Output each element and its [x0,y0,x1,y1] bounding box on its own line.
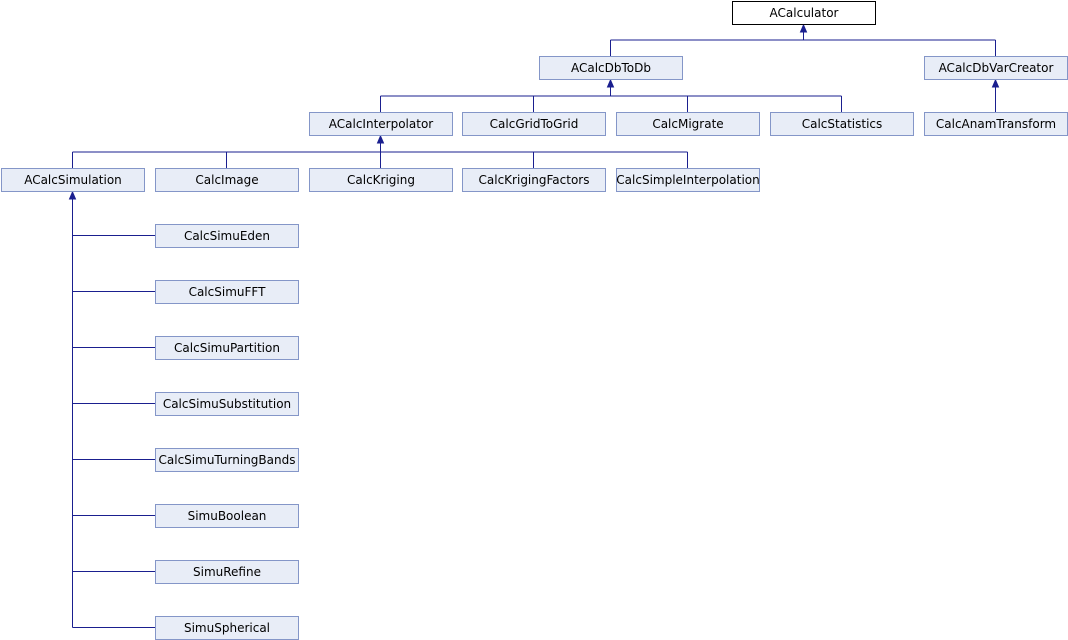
class-node-calcstatistics[interactable]: CalcStatistics [770,112,914,136]
class-box-calcsimufft[interactable] [155,280,299,304]
class-label-calcanamtransform: CalcAnamTransform [936,117,1056,131]
class-box-calcimage[interactable] [155,168,299,192]
class-label-simuboolean: SimuBoolean [188,509,267,523]
class-label-calcimage: CalcImage [195,173,258,187]
class-label-simuspherical: SimuSpherical [184,621,270,635]
class-node-calcanamtransform[interactable]: CalcAnamTransform [924,112,1068,136]
class-node-acalculator[interactable]: ACalculator [732,1,876,25]
arrowhead-acalculator [799,23,808,33]
class-label-calckrigingfactors: CalcKrigingFactors [479,173,590,187]
arrowhead-acalcdbvarcreator [991,78,1000,88]
arrowhead-acalcsimulation-trunk [68,190,77,200]
class-box-calcsimuturningbands[interactable] [155,448,299,472]
class-box-calcsimueden[interactable] [155,224,299,248]
class-label-calckriging: CalcKriging [347,173,415,187]
class-box-acalcsimulation[interactable] [1,168,145,192]
class-node-calcsimuturningbands[interactable]: CalcSimuTurningBands [155,448,299,472]
class-label-calcsimufft: CalcSimuFFT [189,285,267,299]
class-box-calckrigingfactors[interactable] [462,168,606,192]
class-box-acalcinterpolator[interactable] [309,112,453,136]
class-box-calcsimupartition[interactable] [155,336,299,360]
class-box-calcgridtogrid[interactable] [462,112,606,136]
class-label-calcsimueden: CalcSimuEden [184,229,270,243]
class-box-calcstatistics[interactable] [770,112,914,136]
class-label-acalcsimulation: ACalcSimulation [24,173,122,187]
class-label-acalcdbvarcreator: ACalcDbVarCreator [939,61,1054,75]
class-node-acalcsimulation[interactable]: ACalcSimulation [1,168,145,192]
class-box-simuboolean[interactable] [155,504,299,528]
class-label-simurefine: SimuRefine [193,565,261,579]
class-label-acalculator: ACalculator [770,6,839,20]
class-box-calcsimusubstitution[interactable] [155,392,299,416]
class-box-acalcdbtodb[interactable] [539,56,683,80]
class-node-acalcinterpolator[interactable]: ACalcInterpolator [309,112,453,136]
class-box-acalculator[interactable] [732,1,876,25]
class-label-acalcdbtodb: ACalcDbToDb [571,61,651,75]
class-label-calcgridtogrid: CalcGridToGrid [490,117,579,131]
class-node-calcgridtogrid[interactable]: CalcGridToGrid [462,112,606,136]
class-node-calckriging[interactable]: CalcKriging [309,168,453,192]
inheritance-edges [68,23,1000,628]
class-box-calckriging[interactable] [309,168,453,192]
class-node-simurefine[interactable]: SimuRefine [155,560,299,584]
class-node-calcsimpleinterpolation[interactable]: CalcSimpleInterpolation [616,168,760,192]
class-node-calcmigrate[interactable]: CalcMigrate [616,112,760,136]
class-box-simurefine[interactable] [155,560,299,584]
class-label-calcmigrate: CalcMigrate [652,117,723,131]
class-node-simuspherical[interactable]: SimuSpherical [155,616,299,640]
class-node-acalcdbvarcreator[interactable]: ACalcDbVarCreator [924,56,1068,80]
class-label-acalcinterpolator: ACalcInterpolator [329,117,434,131]
class-label-calcsimusubstitution: CalcSimuSubstitution [163,397,291,411]
class-label-calcsimuturningbands: CalcSimuTurningBands [159,453,296,467]
class-label-calcstatistics: CalcStatistics [802,117,883,131]
class-node-calcimage[interactable]: CalcImage [155,168,299,192]
class-node-calcsimufft[interactable]: CalcSimuFFT [155,280,299,304]
arrowhead-acalcinterpolator [376,134,385,144]
class-box-calcmigrate[interactable] [616,112,760,136]
class-node-calcsimusubstitution[interactable]: CalcSimuSubstitution [155,392,299,416]
class-label-calcsimpleinterpolation: CalcSimpleInterpolation [616,173,759,187]
class-node-calcsimupartition[interactable]: CalcSimuPartition [155,336,299,360]
class-label-calcsimupartition: CalcSimuPartition [174,341,280,355]
class-node-calckrigingfactors[interactable]: CalcKrigingFactors [462,168,606,192]
arrowhead-acalcdbtodb [606,78,615,88]
class-node-simuboolean[interactable]: SimuBoolean [155,504,299,528]
class-box-calcsimpleinterpolation[interactable] [616,168,760,192]
class-node-acalcdbtodb[interactable]: ACalcDbToDb [539,56,683,80]
class-node-calcsimueden[interactable]: CalcSimuEden [155,224,299,248]
